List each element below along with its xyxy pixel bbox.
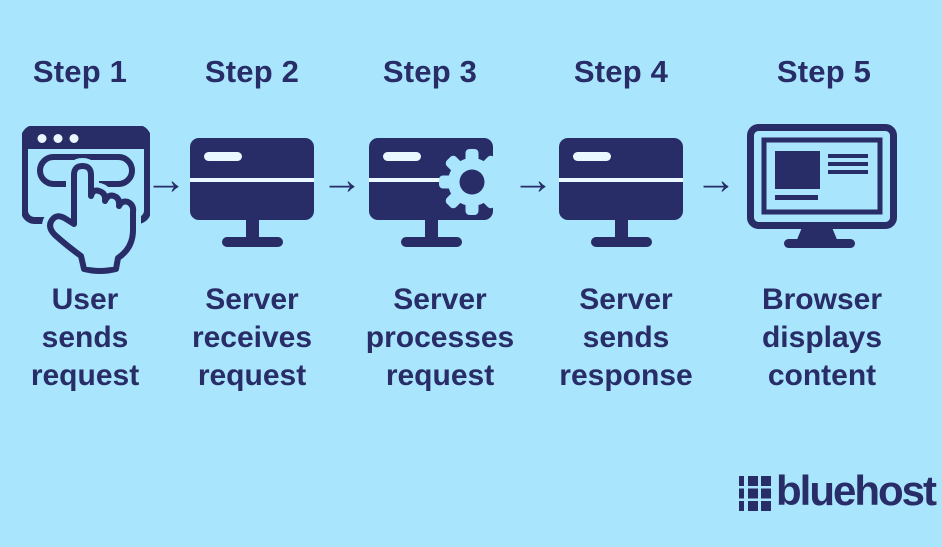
arrow-right-icon: → xyxy=(512,155,554,203)
bluehost-logo: bluehost xyxy=(739,467,937,514)
content-text-line xyxy=(828,154,868,158)
step-label: Step 1 xyxy=(32,54,128,89)
step-description: Server sends response xyxy=(559,283,693,392)
browser-click-icon xyxy=(22,126,150,278)
step-description: User sends request xyxy=(30,283,140,392)
browser-dot-icon xyxy=(37,134,47,143)
step-description: Server receives request xyxy=(191,283,313,392)
step-label: Step 2 xyxy=(204,54,300,89)
grid-of-squares-icon xyxy=(739,476,771,511)
arrow-right-icon: → xyxy=(695,155,737,203)
content-text-line xyxy=(775,195,818,200)
browser-content-icon xyxy=(747,124,897,248)
monitor-base xyxy=(784,239,855,248)
step-description: Server processes request xyxy=(365,283,515,392)
content-text-line xyxy=(828,170,868,174)
content-text-line xyxy=(828,162,868,166)
browser-dot-icon xyxy=(69,134,79,143)
arrow-right-icon: → xyxy=(145,155,187,203)
gear-icon xyxy=(439,149,505,215)
pointer-hand-icon xyxy=(42,158,142,278)
server-monitor-icon xyxy=(190,138,314,247)
step-label: Step 3 xyxy=(382,54,478,89)
step-label: Step 5 xyxy=(776,54,872,89)
server-monitor-icon xyxy=(559,138,683,247)
step-description: Browser displays content xyxy=(761,283,883,392)
monitor-stand xyxy=(796,225,838,242)
step-label: Step 4 xyxy=(573,54,669,89)
browser-dot-icon xyxy=(53,134,63,143)
content-image-block xyxy=(775,151,820,189)
server-gear-icon xyxy=(369,138,505,247)
arrow-right-icon: → xyxy=(321,155,363,203)
bluehost-wordmark: bluehost xyxy=(776,467,937,514)
